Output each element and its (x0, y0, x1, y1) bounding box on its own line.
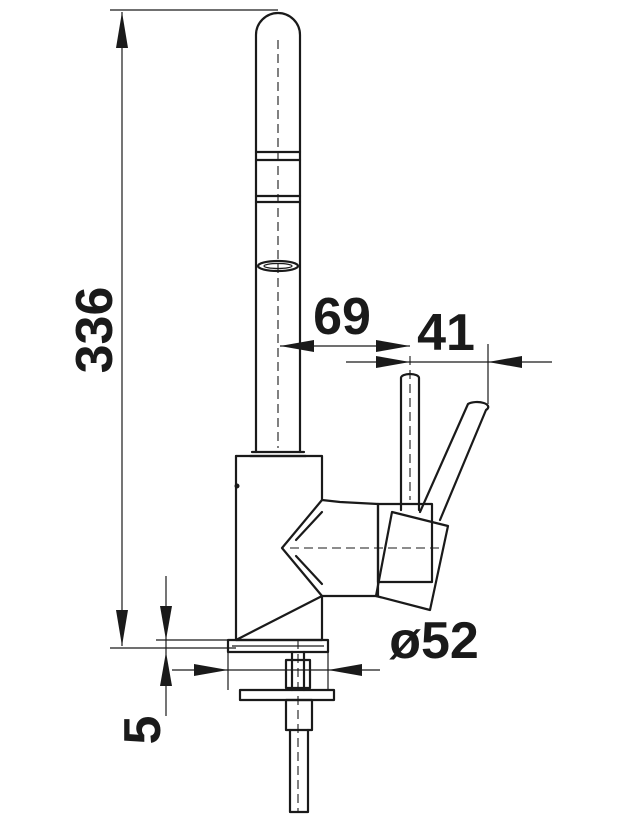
dim-base-diameter: ø52 (172, 612, 479, 690)
dim-41-label: 41 (417, 304, 475, 362)
dim-arrow-left (280, 340, 314, 352)
dim-spout-reach: 69 (280, 288, 410, 352)
dim-height: 336 (66, 9, 278, 649)
dim-arrow-down (116, 610, 128, 646)
mounting-washer (238, 688, 336, 702)
dim-arrow-down (160, 606, 172, 640)
lever-tilted (418, 400, 490, 522)
dim-arrow-up (116, 12, 128, 48)
dim-height-label: 336 (66, 287, 124, 374)
spout-tube (254, 11, 302, 454)
handle-cap-tilted (374, 510, 450, 612)
faucet-outline (226, 11, 490, 814)
center-lines (277, 40, 444, 812)
supply-hose (288, 728, 310, 814)
dim-5-label: 5 (114, 716, 172, 745)
mounting-nut (284, 698, 314, 732)
dim-arrow-left (328, 664, 362, 676)
body-indicator-dot (234, 483, 240, 489)
dim-lever-offset: 41 (346, 304, 552, 404)
dim-arrow-up (160, 652, 172, 686)
dim-arrow-right (376, 340, 410, 352)
shank-nut (284, 658, 312, 690)
dim-arrow-right (194, 664, 228, 676)
dim-arrow-right (376, 356, 410, 368)
shank (290, 650, 306, 692)
dim-52-label: ø52 (389, 612, 479, 670)
dim-69-label: 69 (313, 288, 371, 346)
dim-arrow-left (488, 356, 522, 368)
handle-cap (376, 502, 434, 584)
dim-base-thickness: 5 (114, 576, 228, 744)
mixer-hub-inner (294, 510, 324, 586)
